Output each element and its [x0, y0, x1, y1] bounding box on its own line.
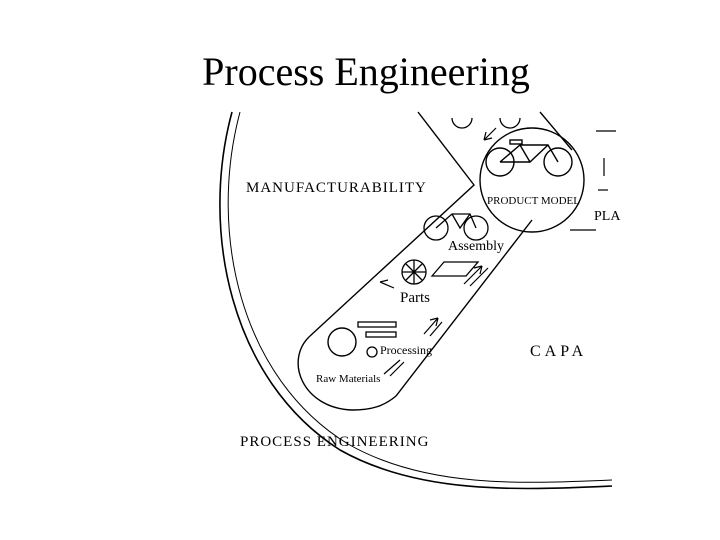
- raw-material-icon: [327, 327, 357, 357]
- label-product-model: PRODUCT MODEL: [487, 195, 580, 207]
- label-processing: Processing: [380, 343, 432, 357]
- label-pla-cut: PLA: [594, 209, 621, 224]
- label-capa-cut: CAPA: [530, 343, 587, 360]
- product-model-circle: [479, 127, 585, 233]
- label-manufacturability: MANUFACTURABILITY: [246, 180, 427, 196]
- label-raw-materials: Raw Materials: [316, 373, 380, 385]
- panel-icon: [430, 261, 480, 277]
- bar-stock-icon: [357, 321, 397, 358]
- label-assembly: Assembly: [448, 239, 504, 254]
- wheel-icon: [401, 259, 427, 285]
- bicycle-icon: [485, 139, 573, 177]
- label-parts: Parts: [400, 290, 430, 306]
- process-band: [297, 111, 573, 411]
- right-edge-fragments: [570, 130, 616, 231]
- bicycle-icon: [423, 213, 489, 241]
- arrow-icon: [379, 127, 497, 377]
- outer-arc: [219, 111, 613, 490]
- slide-title: Process Engineering: [202, 49, 530, 94]
- label-process-engineering: PROCESS ENGINEERING: [240, 434, 429, 450]
- bicycle-icon: [451, 117, 521, 129]
